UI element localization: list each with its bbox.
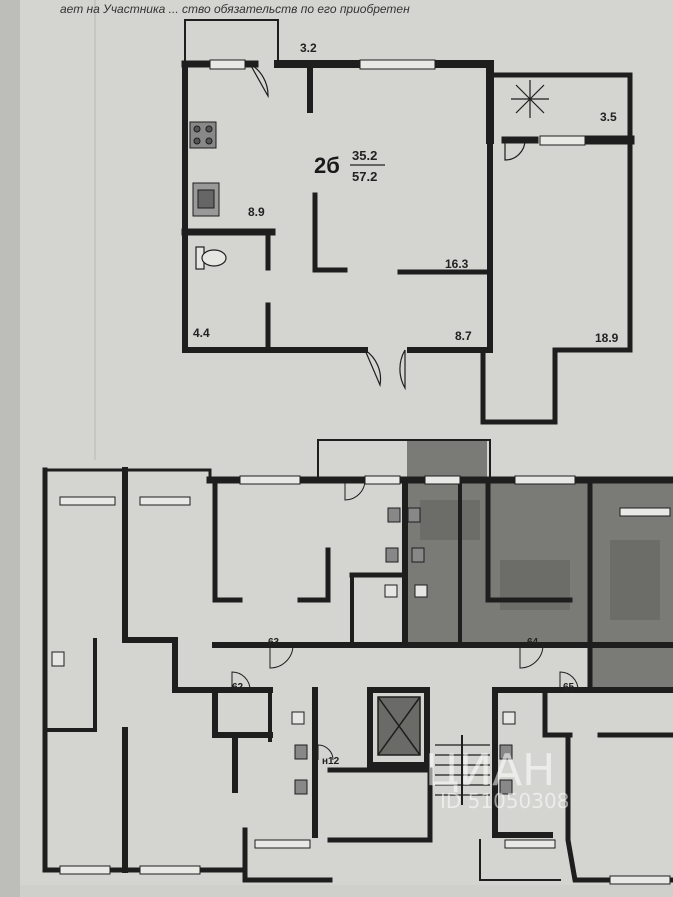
windows-bottom <box>59 475 671 885</box>
watermark-brand: ЦИАН <box>425 745 555 796</box>
mid-wall-1 <box>122 467 178 693</box>
balcony-left-outline <box>184 19 279 65</box>
room-bedroom: 18.9 <box>595 331 619 345</box>
doors-bottom <box>231 479 579 761</box>
mid-wall-9 <box>587 477 638 693</box>
room-bathroom: 4.4 <box>193 326 210 340</box>
toilet-icon <box>384 584 398 598</box>
room-balcony-right: 3.5 <box>600 110 617 124</box>
mid-wall-2 <box>212 477 243 603</box>
stove-icon <box>294 779 308 795</box>
door-swing <box>364 349 382 388</box>
living-area: 35.2 <box>352 148 377 163</box>
stove-icon <box>407 507 421 523</box>
stair-core <box>367 687 430 768</box>
outer-wall <box>182 61 368 353</box>
door-swing <box>399 349 406 391</box>
floor-walls <box>42 439 673 883</box>
page-bottom-strip <box>20 885 673 897</box>
sink-icon <box>294 744 308 760</box>
unit-mark-63: 63 <box>268 637 280 648</box>
sink-icon <box>499 744 513 760</box>
compass-icon <box>511 80 549 118</box>
window <box>209 59 246 70</box>
room-living: 16.3 <box>445 257 469 271</box>
total-area: 57.2 <box>352 169 377 184</box>
header-caption: ает на Участника ... ство обязательств п… <box>60 2 410 16</box>
stove-icon <box>189 121 217 149</box>
elevator-icon <box>377 696 421 756</box>
toilet-icon <box>414 584 428 598</box>
stair-top <box>317 439 491 481</box>
toilet-icon <box>502 711 516 725</box>
watermark-id: ID 51050308 <box>440 789 569 813</box>
windows-top <box>209 59 586 146</box>
staircase <box>435 735 490 805</box>
page-edge-left <box>0 0 20 897</box>
stove-icon <box>387 507 401 523</box>
sink-icon <box>192 182 220 217</box>
sink-icon <box>385 547 399 563</box>
door-swing <box>504 139 526 161</box>
lower-wall-5 <box>242 827 333 883</box>
stove-icon <box>499 779 513 795</box>
mid-wall-8 <box>485 477 573 603</box>
unit-mark-64: 64 <box>527 637 539 648</box>
right-lower-2 <box>542 687 573 738</box>
right-lower-1 <box>492 687 553 838</box>
bottom-balcony <box>479 839 561 881</box>
lower-wall-2 <box>212 687 273 738</box>
window <box>539 135 586 146</box>
toilet-icon <box>195 246 227 270</box>
room-hall: 8.7 <box>455 329 472 343</box>
apartment-plan <box>181 19 635 425</box>
room-kitchen: 8.9 <box>248 205 265 219</box>
highlight-noise <box>420 500 660 620</box>
toilet-icon <box>51 651 65 667</box>
door-swing <box>249 63 269 99</box>
unit-mark-12: н12 <box>322 756 340 767</box>
unit-mark-62: 62 <box>232 682 244 693</box>
stair-core-2 <box>327 767 433 843</box>
toilet-icon <box>291 711 305 725</box>
mid-wall-3 <box>297 547 331 603</box>
window <box>359 59 436 70</box>
apartment-code: 2б <box>314 153 340 178</box>
right-wing-wall <box>480 72 633 425</box>
floor-fixtures <box>51 507 516 795</box>
doors-top <box>249 63 526 391</box>
unit-mark-65: 65 <box>563 682 575 693</box>
room-balcony-left: 3.2 <box>300 41 317 55</box>
sink-icon <box>411 547 425 563</box>
living-wall <box>312 192 348 273</box>
